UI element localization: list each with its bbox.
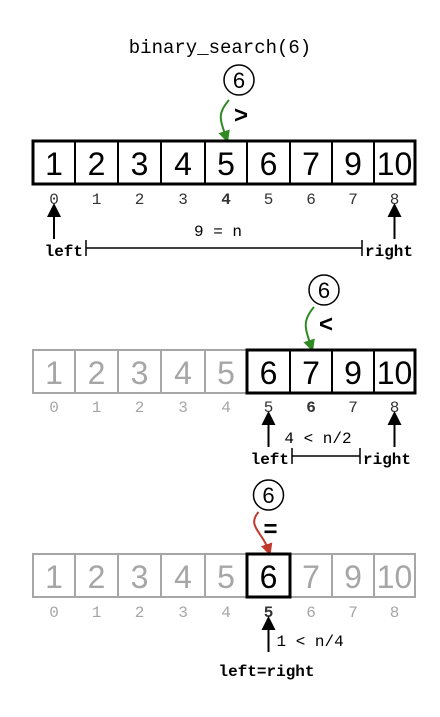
array-index: 8 — [390, 399, 400, 417]
array-value: 1 — [45, 355, 63, 391]
array-value: 10 — [377, 559, 413, 595]
array-cell — [32, 140, 76, 185]
target-value: 6 — [262, 483, 274, 508]
comparison-arrow — [218, 99, 230, 143]
array-index: 0 — [49, 191, 59, 209]
array-cell — [204, 349, 248, 394]
span-label: 1 < n/4 — [277, 633, 344, 651]
array-index: 3 — [178, 399, 188, 417]
array-index: 2 — [135, 399, 145, 417]
array-value: 5 — [217, 355, 235, 391]
array-value: 7 — [302, 146, 320, 182]
array-cell — [373, 553, 416, 598]
array-value: 6 — [260, 559, 278, 595]
array-index: 2 — [135, 604, 145, 622]
array-value: 7 — [302, 559, 320, 595]
array-index: 0 — [49, 399, 59, 417]
comparison-arrow — [253, 511, 273, 556]
array-cell — [74, 349, 119, 394]
target-value: 6 — [233, 68, 245, 93]
comparison-symbol: < — [319, 311, 333, 338]
array-value: 9 — [344, 559, 362, 595]
array-value: 4 — [174, 559, 192, 595]
array-value: 3 — [131, 355, 149, 391]
array-cell — [160, 349, 206, 394]
active-range-border — [31, 139, 417, 186]
array-index: 3 — [178, 604, 188, 622]
left-right-label: left=right — [218, 663, 314, 681]
array-index: 4 — [221, 191, 231, 209]
array-value: 2 — [88, 559, 106, 595]
array-index: 8 — [390, 191, 400, 209]
array-index: 6 — [306, 604, 316, 622]
array-index: 7 — [348, 191, 358, 209]
target-circle — [252, 479, 285, 511]
right-label: right — [365, 243, 413, 261]
array-index: 7 — [348, 604, 358, 622]
diagram-title: binary_search(6) — [129, 37, 311, 59]
target-circle — [223, 64, 255, 96]
right-label: right — [363, 451, 411, 469]
array-value: 6 — [260, 355, 278, 391]
active-range-border — [245, 552, 292, 599]
array-index: 1 — [92, 191, 102, 209]
array-cell — [204, 553, 248, 598]
array-value: 5 — [217, 146, 235, 182]
array-value: 2 — [88, 146, 106, 182]
span-label: 9 = n — [194, 223, 242, 241]
array-index: 4 — [221, 604, 231, 622]
array-value: 9 — [344, 146, 362, 182]
array-value: 9 — [344, 355, 362, 391]
array-cell — [117, 349, 162, 394]
array-index: 5 — [264, 399, 274, 417]
array-value: 6 — [260, 146, 278, 182]
array-index: 5 — [264, 604, 274, 622]
comparison-symbol: = — [263, 516, 277, 543]
array-value: 1 — [45, 146, 63, 182]
array-value: 3 — [131, 559, 149, 595]
array-index: 8 — [390, 604, 400, 622]
comparison-arrow — [303, 306, 315, 352]
array-index: 7 — [348, 399, 358, 417]
active-range-border — [245, 348, 417, 395]
array-index: 6 — [306, 191, 316, 209]
array-cell — [331, 349, 375, 394]
array-value: 4 — [174, 355, 192, 391]
array-value: 5 — [217, 559, 235, 595]
target-circle — [308, 274, 340, 306]
array-value: 4 — [174, 146, 192, 182]
array-index: 1 — [92, 399, 102, 417]
array-value: 1 — [45, 559, 63, 595]
array-index: 0 — [49, 604, 59, 622]
array-cell — [246, 553, 291, 598]
array-cell — [117, 553, 162, 598]
array-cell — [117, 140, 162, 185]
array-value: 2 — [88, 355, 106, 391]
comparison-symbol: > — [234, 102, 248, 129]
array-index: 2 — [135, 191, 145, 209]
left-label: left — [251, 451, 289, 469]
target-value: 6 — [318, 278, 330, 303]
array-cell — [32, 349, 76, 394]
span-label: 4 < n/2 — [284, 430, 351, 448]
array-value: 3 — [131, 146, 149, 182]
array-value: 10 — [377, 146, 413, 182]
left-label: left — [45, 243, 83, 261]
array-index: 6 — [306, 399, 316, 417]
array-index: 5 — [264, 191, 274, 209]
array-index: 3 — [178, 191, 188, 209]
array-index: 1 — [92, 604, 102, 622]
array-index: 4 — [221, 399, 231, 417]
array-value: 7 — [302, 355, 320, 391]
array-value: 10 — [377, 355, 413, 391]
